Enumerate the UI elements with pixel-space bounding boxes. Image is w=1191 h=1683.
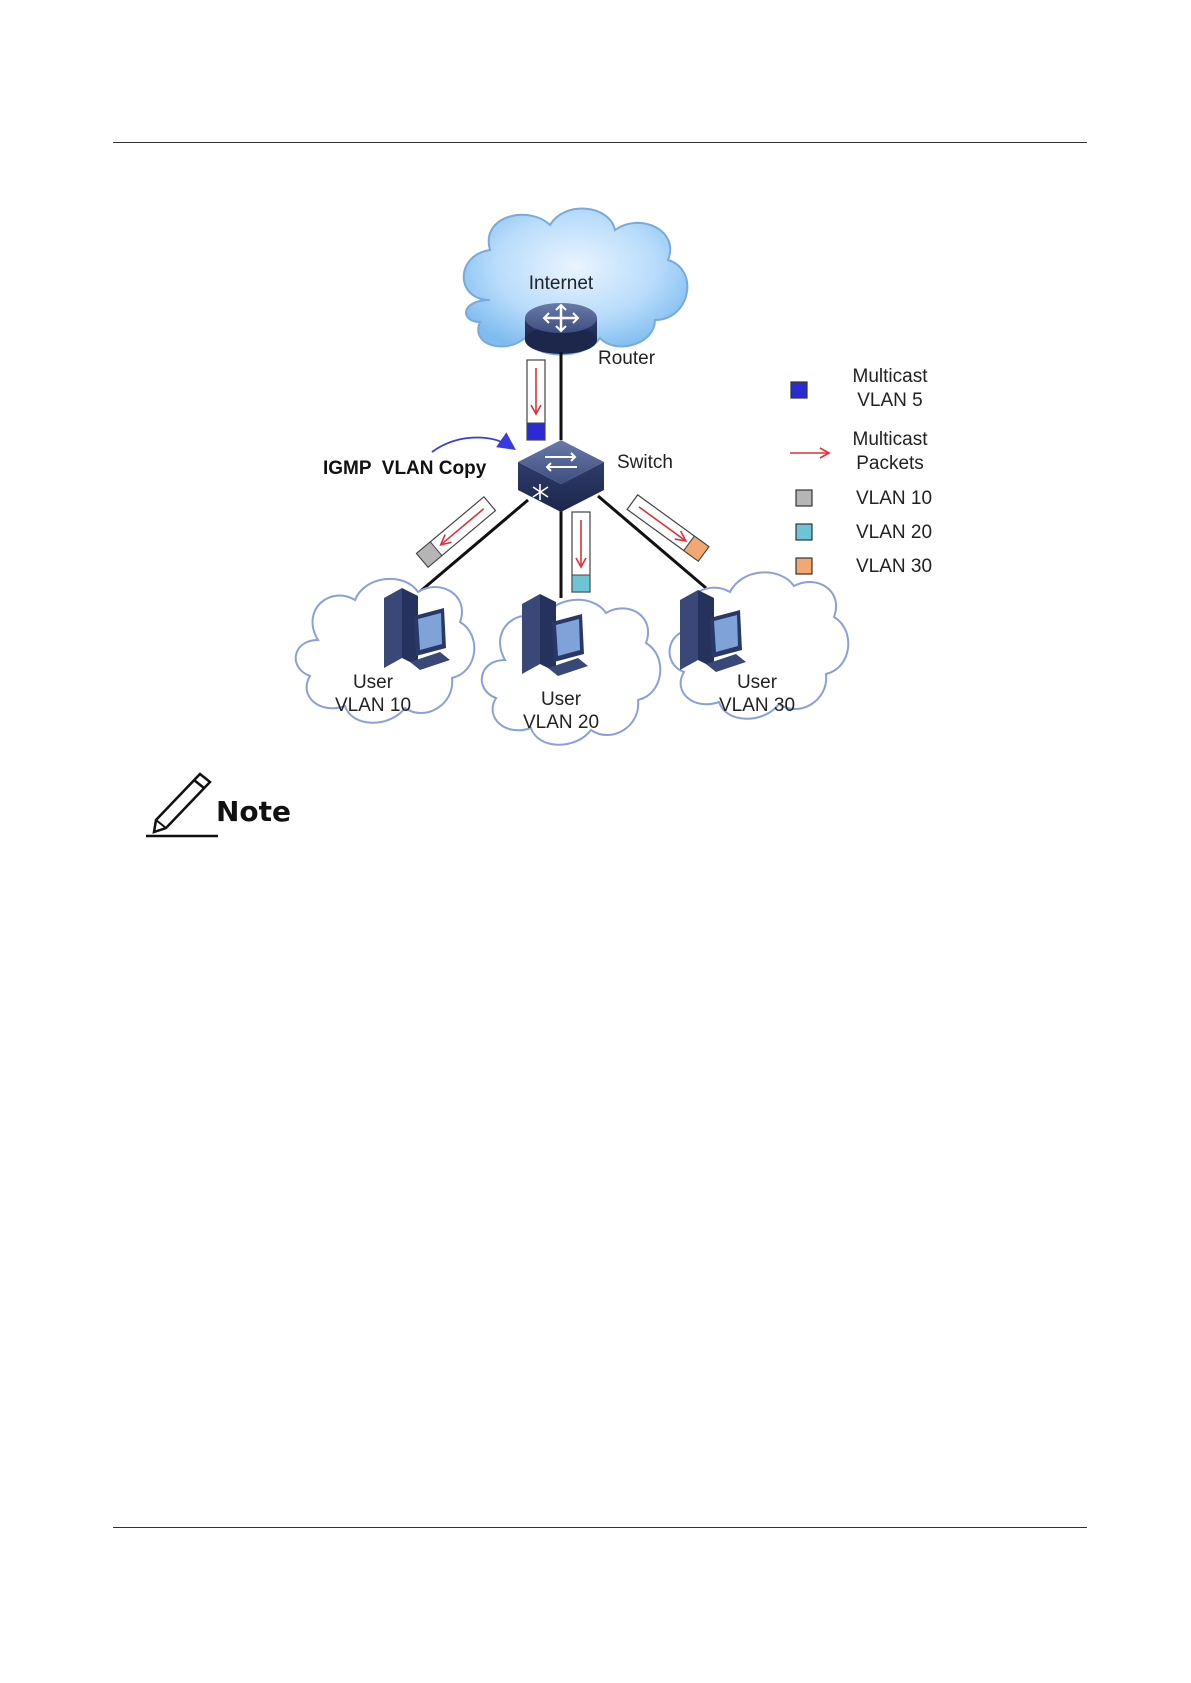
legend-swatch-vlan5 <box>791 382 807 398</box>
router-icon <box>525 303 597 354</box>
packet-vlan5 <box>527 360 545 440</box>
igmp-vlan-copy-label: IGMP VLAN Copy <box>323 458 487 479</box>
user-vlan10-line1: User <box>353 672 394 693</box>
legend-swatch-vlan30 <box>796 558 812 574</box>
switch-label: Switch <box>617 452 673 473</box>
legend-vlan20-label: VLAN 20 <box>856 522 932 543</box>
packet-vlan20 <box>572 512 590 592</box>
legend-multicast-vlan5-line2: VLAN 5 <box>857 390 922 411</box>
legend-multicast-vlan5-line1: Multicast <box>853 366 929 387</box>
legend-vlan30-label: VLAN 30 <box>856 556 932 577</box>
user-vlan30-line1: User <box>737 672 778 693</box>
igmp-arrow-icon <box>432 437 513 452</box>
packet-vlan10 <box>417 497 496 567</box>
legend-multicast-packets-line2: Packets <box>856 453 924 474</box>
legend: Multicast VLAN 5 Multicast Packets VLAN … <box>790 366 932 577</box>
legend-swatch-vlan10 <box>796 490 812 506</box>
user-vlan20-line1: User <box>541 689 582 710</box>
legend-packet-arrow-icon <box>790 448 829 458</box>
note-label: Note <box>216 795 291 828</box>
router-label: Router <box>598 348 656 369</box>
user-vlan10-line2: VLAN 10 <box>335 695 411 716</box>
packet-vlan30 <box>627 495 709 561</box>
internet-label: Internet <box>529 273 594 294</box>
legend-vlan10-label: VLAN 10 <box>856 488 932 509</box>
user-vlan30-line2: VLAN 30 <box>719 695 795 716</box>
switch-icon <box>518 440 604 512</box>
legend-multicast-packets-line1: Multicast <box>853 429 929 450</box>
pencil-icon <box>144 770 224 840</box>
legend-swatch-vlan20 <box>796 524 812 540</box>
user-vlan20-line2: VLAN 20 <box>523 712 599 733</box>
